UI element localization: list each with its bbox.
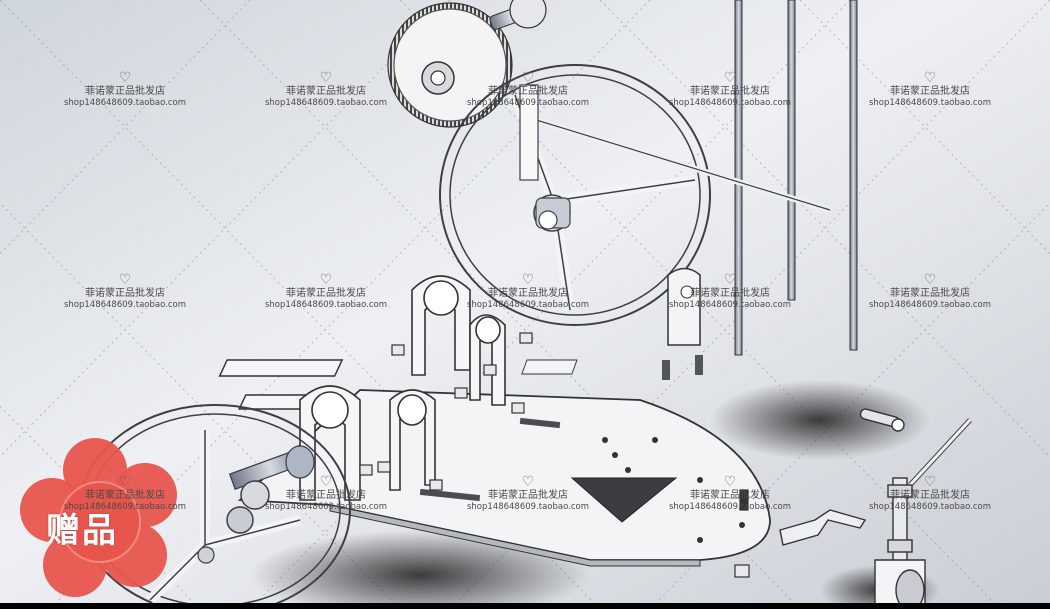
watermark-shop-url: shop148648609.taobao.com — [466, 502, 590, 512]
heart-icon: ♡ — [723, 474, 737, 490]
gift-badge-label: 赠品 — [46, 511, 118, 551]
watermark-shop-name: 菲诺蒙正品批发店 — [890, 86, 970, 97]
watermark-shop-url: shop148648609.taobao.com — [868, 502, 992, 512]
heart-icon: ♡ — [923, 474, 937, 490]
heart-icon: ♡ — [923, 272, 937, 288]
watermark-shop-name: 菲诺蒙正品批发店 — [890, 490, 970, 501]
support-bracket-right — [521, 267, 703, 380]
watermark-shop-name: 菲诺蒙正品批发店 — [286, 86, 366, 97]
watermark-shop-name: 菲诺蒙正品批发店 — [85, 288, 165, 299]
heart-icon: ♡ — [521, 70, 535, 86]
vertical-rods — [734, 0, 858, 356]
gift-badge-flower — [20, 438, 177, 597]
heart-icon: ♡ — [118, 272, 132, 288]
watermark-shop-name: 菲诺蒙正品批发店 — [488, 490, 568, 501]
heart-icon: ♡ — [319, 272, 333, 288]
heart-icon: ♡ — [118, 70, 132, 86]
watermark-shop-name: 菲诺蒙正品批发店 — [85, 490, 165, 501]
watermark-shop-name: 菲诺蒙正品批发店 — [890, 288, 970, 299]
heart-icon: ♡ — [319, 474, 333, 490]
watermark-shop-url: shop148648609.taobao.com — [668, 98, 792, 108]
heart-icon: ♡ — [723, 272, 737, 288]
heart-icon: ♡ — [118, 474, 132, 490]
watermark-shop-url: shop148648609.taobao.com — [264, 502, 388, 512]
watermark-shop-name: 菲诺蒙正品批发店 — [85, 86, 165, 97]
viewport-bottom-border — [0, 603, 1050, 609]
watermark-shop-url: shop148648609.taobao.com — [63, 502, 187, 512]
watermark-shop-name: 菲诺蒙正品批发店 — [488, 86, 568, 97]
watermark-shop-url: shop148648609.taobao.com — [868, 98, 992, 108]
watermark-shop-url: shop148648609.taobao.com — [63, 300, 187, 310]
watermark-shop-url: shop148648609.taobao.com — [668, 300, 792, 310]
base-plate — [237, 389, 771, 567]
floor-shadow — [710, 380, 930, 460]
watermark-shop-url: shop148648609.taobao.com — [264, 98, 388, 108]
watermark-shop-name: 菲诺蒙正品批发店 — [286, 490, 366, 501]
heart-icon: ♡ — [923, 70, 937, 86]
watermark-shop-name: 菲诺蒙正品批发店 — [690, 288, 770, 299]
heart-icon: ♡ — [521, 272, 535, 288]
watermark-shop-url: shop148648609.taobao.com — [264, 300, 388, 310]
watermark-shop-url: shop148648609.taobao.com — [466, 300, 590, 310]
floor-shadow — [250, 530, 590, 609]
watermark-shop-url: shop148648609.taobao.com — [868, 300, 992, 310]
bearing-supports-front — [299, 385, 436, 501]
watermark-shop-name: 菲诺蒙正品批发店 — [488, 288, 568, 299]
small-hardware-right — [779, 408, 972, 609]
heart-icon: ♡ — [723, 70, 737, 86]
watermark-shop-name: 菲诺蒙正品批发店 — [690, 490, 770, 501]
handwheel-upper — [439, 64, 831, 326]
watermark-shop-url: shop148648609.taobao.com — [63, 98, 187, 108]
watermark-shop-name: 菲诺蒙正品批发店 — [690, 86, 770, 97]
heart-icon: ♡ — [319, 70, 333, 86]
watermark-shop-url: shop148648609.taobao.com — [466, 98, 590, 108]
spur-gear-large — [387, 0, 547, 128]
watermark-shop-name: 菲诺蒙正品批发店 — [286, 288, 366, 299]
watermark-shop-url: shop148648609.taobao.com — [668, 502, 792, 512]
heart-icon: ♡ — [521, 474, 535, 490]
